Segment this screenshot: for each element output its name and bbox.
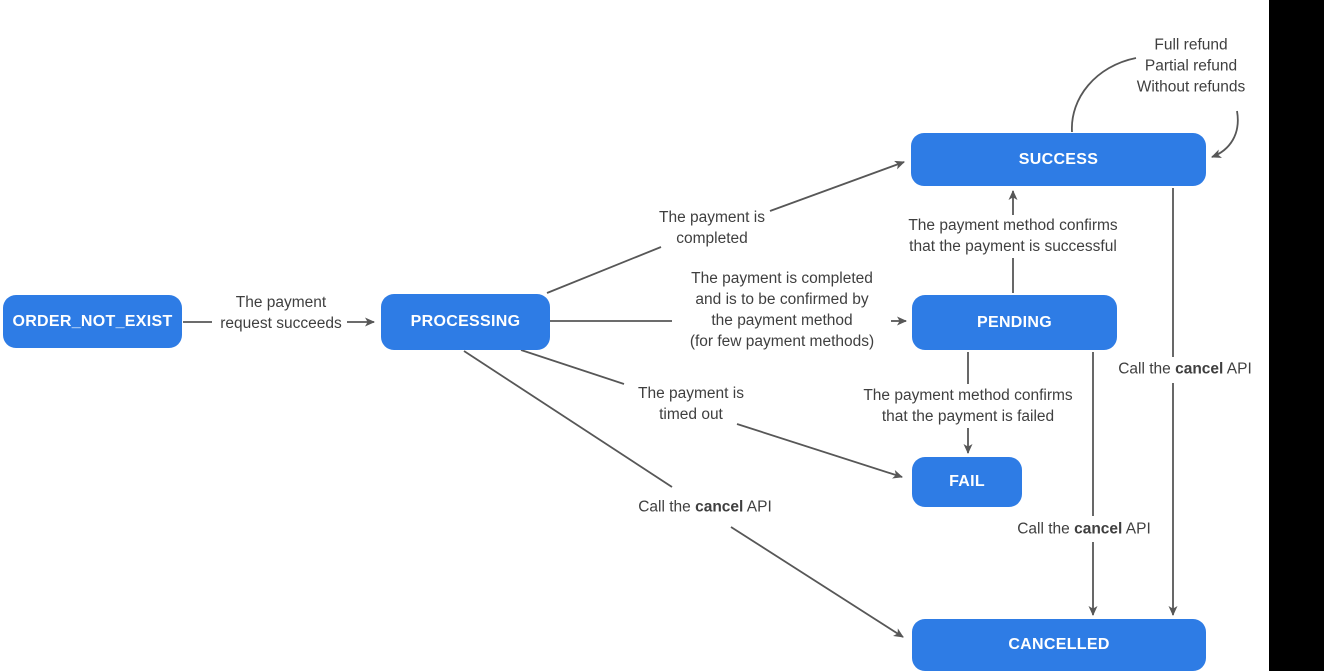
edge-processing-to-success-seg1 [546,246,662,294]
cancel-api-prefix: Call the [1017,520,1075,538]
edge-success-refund-loop-in [1211,110,1239,158]
cancel-api-suffix: API [1122,520,1151,538]
edge-label-success-refund-loop: Full refund Partial refund Without refun… [1136,36,1246,96]
cancel-api-bold: cancel [1175,360,1224,378]
node-order-not-exist: ORDER_NOT_EXIST [3,295,182,348]
node-processing: PROCESSING [381,294,550,350]
edge-processing-to-success-seg2 [769,160,905,212]
cancel-api-prefix: Call the [638,498,696,516]
edge-processing-to-cancelled-seg2 [730,526,904,638]
edge-label-order-to-processing: The payment request succeeds [220,294,342,332]
node-fail-label: FAIL [949,473,985,490]
cancel-api-bold: cancel [695,498,744,516]
edge-label-pending-to-cancelled: Call the cancel API [1017,519,1151,540]
edge-processing-to-fail-seg2 [736,423,903,479]
edge-label-success-to-cancelled: Call the cancel API [1118,359,1252,380]
node-cancelled-label: CANCELLED [1008,636,1110,653]
edge-success-refund-loop-out [1071,57,1137,133]
edge-label-pending-to-fail: The payment method confirms that the pay… [863,387,1073,425]
right-black-strip [1269,0,1324,671]
edge-label-processing-to-success: The payment is completed [659,209,765,247]
node-pending-label: PENDING [977,313,1052,331]
node-pending: PENDING [912,295,1117,350]
edge-label-processing-to-cancelled: Call the cancel API [638,497,772,518]
cancel-api-prefix: Call the [1118,360,1176,378]
node-cancelled: CANCELLED [912,619,1206,671]
edge-label-processing-to-pending: The payment is completed and is to be co… [689,270,875,350]
cancel-api-bold: cancel [1074,520,1123,538]
node-success-label: SUCCESS [1018,150,1099,168]
node-success: SUCCESS [911,133,1206,186]
cancel-api-suffix: API [743,498,772,516]
edge-processing-to-cancelled-seg1 [463,350,673,488]
cancel-api-suffix: API [1223,360,1252,378]
edge-label-processing-to-fail: The payment is timed out [638,385,744,423]
edge-label-pending-to-success: The payment method confirms that the pay… [908,217,1118,255]
node-order-not-exist-label: ORDER_NOT_EXIST [12,312,173,330]
edge-processing-to-fail-seg1 [520,349,625,385]
node-fail: FAIL [912,457,1022,507]
node-processing-label: PROCESSING [410,313,521,330]
